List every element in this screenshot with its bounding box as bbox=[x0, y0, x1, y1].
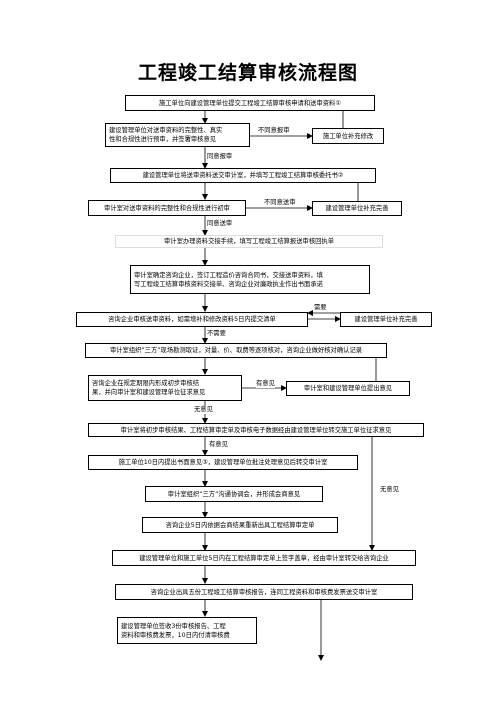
step-sign-stamp: 建设管理单位和施工单位5日内在工程结算审定单上签字盖章，经由审计室转交给咨询企业 bbox=[112, 550, 416, 566]
step-coordination-meeting: 审计室组织“三方”沟通协调会，并形成会商意见 bbox=[145, 486, 323, 502]
label-disagree-send: 不同意送审 bbox=[264, 199, 296, 207]
label-no-opinion-1: 无意见 bbox=[194, 406, 213, 414]
step-supplement-1: 建设管理单位补充完善 bbox=[312, 201, 402, 216]
step-contractor-revise: 施工单位补充修改 bbox=[312, 128, 384, 144]
step-handover-receipt: 审计室办理资料交接手续，填写工程竣工结算报送审核回执单 bbox=[115, 235, 383, 248]
step-contractor-opinion: 施工单位10日内提出书面意见③，建设管理单位批注处理意见后转交审计室 bbox=[88, 455, 358, 470]
step-issue-report: 咨询企业出具五份工程竣工结算审核报告，连同工程资料和审核费发票送交审计室 bbox=[115, 584, 413, 600]
step-send-to-audit: 建设管理单位将送审资料送交审计室，并填写工程竣工结算审核委托书② bbox=[110, 168, 376, 183]
label-agree-send: 同意送审 bbox=[207, 220, 233, 228]
label-has-opinion-1: 有意见 bbox=[256, 380, 275, 388]
page-title: 工程竣工结算审核流程图 bbox=[137, 62, 358, 84]
step-opinions: 审计室和建设管理单位提出意见 bbox=[286, 381, 410, 396]
label-no-need: 不需要 bbox=[207, 330, 226, 338]
label-no-opinion-2: 无意见 bbox=[380, 486, 399, 494]
step-audit-preliminary: 审计室对送审资料的完整性和合规性进行初审 bbox=[88, 200, 246, 216]
step-supplement-2: 建设管理单位补充完善 bbox=[340, 312, 432, 327]
label-agree-report: 同意报审 bbox=[207, 153, 233, 161]
step-pay-fee: 建设管理单位签收3份审核报告、工程 资料和审核费发票，10日内付清审核费 bbox=[117, 617, 257, 644]
label-has-opinion-2: 有意见 bbox=[209, 441, 228, 449]
label-need: 需要 bbox=[314, 304, 327, 312]
step-pre-review: 建设管理单位对送审资料的完整性、真实 性和合规性进行预审，并签署审核意见 bbox=[105, 123, 250, 147]
step-reissue-statement: 咨询企业5日内依据会商结果重新出具工程结算审定单 bbox=[142, 517, 338, 533]
step-submit-application: 施工单位向建设管理单位提交工程竣工结算审核申请和送审资料① bbox=[125, 95, 375, 111]
step-select-consultant: 审计室确定咨询企业，签订工程造价咨询合同书，交接送审资料，填 写工程竣工结算审核… bbox=[130, 265, 370, 294]
step-field-survey: 审计室组织“三方”现场勘测取证，对量、价、取费等逐项核对，咨询企业做好核对确认记… bbox=[85, 343, 387, 358]
step-forward-results: 审计室将初步审核结果、工程结算审定单及审核电子数据经由建设管理单位转交施工单位征… bbox=[88, 423, 424, 437]
step-preliminary-result: 咨询企业在规定期限内形成初步审核结 果，并向审计室和建设管理单位征求意见 bbox=[88, 375, 242, 401]
label-disagree-report: 不同意报审 bbox=[258, 127, 290, 135]
step-consultant-review: 咨询企业审核送审资料，如需增补和修改资料5日内提交清单 bbox=[76, 312, 308, 327]
